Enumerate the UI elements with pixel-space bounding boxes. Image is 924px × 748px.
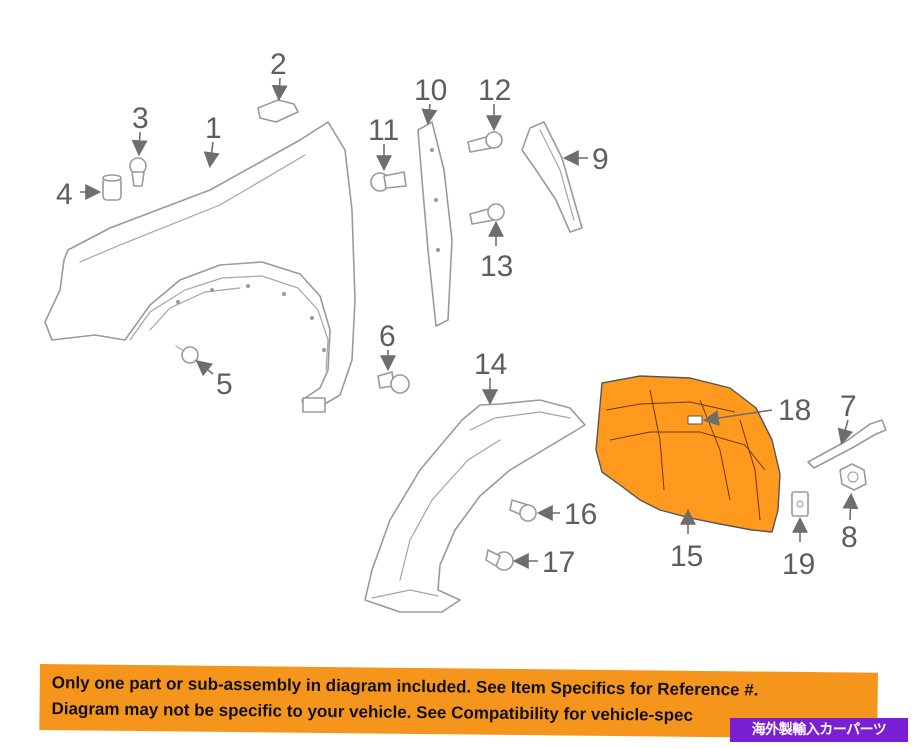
shop-badge: 海外製輸入カーパーツ — [730, 718, 908, 742]
callout-6: 6 — [379, 320, 396, 353]
seal-strip-part-10 — [417, 121, 453, 327]
bolt-part-13 — [469, 203, 505, 225]
callout-7: 7 — [840, 390, 857, 423]
pad-part-9 — [521, 121, 583, 233]
callout-3: 3 — [132, 102, 149, 135]
fender-part — [44, 121, 356, 413]
nut-part-8 — [839, 463, 867, 491]
cap-part — [257, 99, 299, 123]
callout-2: 2 — [270, 48, 287, 81]
bolt-part-16 — [509, 499, 537, 522]
bushing-part-4 — [102, 174, 122, 201]
disclaimer-line-2: Diagram may not be specific to your vehi… — [51, 699, 694, 725]
callout-11: 11 — [368, 114, 399, 147]
front-liner-part-14 — [364, 399, 586, 613]
bracket-part-7 — [807, 419, 887, 469]
callout-15: 15 — [670, 540, 703, 573]
callout-14: 14 — [474, 348, 507, 381]
callout-18: 18 — [778, 394, 811, 427]
parts-diagram: 1 2 3 4 5 6 7 8 9 10 11 12 13 14 15 16 1… — [44, 48, 887, 613]
disclaimer-line-1: Only one part or sub-assembly in diagram… — [51, 673, 759, 700]
clip-part-11 — [370, 171, 407, 192]
callout-17: 17 — [542, 546, 575, 579]
callout-10: 10 — [414, 74, 447, 107]
inner-liner-part-15 — [595, 375, 781, 533]
clipnut-part-19 — [791, 491, 809, 517]
bolt-part-5 — [175, 345, 199, 364]
callout-12: 12 — [478, 74, 511, 107]
callout-13: 13 — [480, 250, 513, 283]
leader-lines — [80, 77, 859, 569]
callout-1: 1 — [205, 112, 222, 145]
callout-5: 5 — [216, 368, 233, 401]
callout-16: 16 — [564, 498, 597, 531]
callout-19: 19 — [782, 548, 815, 581]
callout-9: 9 — [592, 143, 609, 176]
screw-part-3 — [129, 157, 147, 187]
callout-labels: 1 2 3 4 5 6 7 8 9 10 11 12 13 14 15 16 1… — [56, 48, 858, 581]
pushpin-part-6 — [377, 371, 410, 394]
callout-8: 8 — [841, 521, 858, 554]
callout-4: 4 — [56, 178, 73, 211]
bolt-part-12 — [467, 131, 503, 153]
bolt-part-17 — [485, 549, 514, 571]
